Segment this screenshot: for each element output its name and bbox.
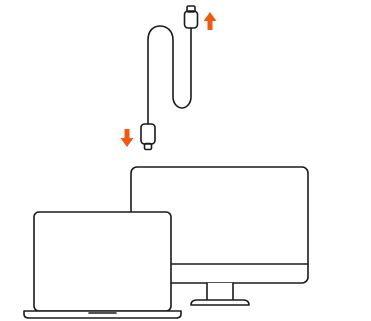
cable-top-connector xyxy=(183,5,199,29)
monitor-stand-base xyxy=(190,299,250,306)
cable-wire xyxy=(147,25,192,125)
cable-bottom-connector xyxy=(140,123,156,151)
arrow-down-icon xyxy=(120,129,134,147)
laptop-icon xyxy=(23,211,182,319)
desktop-monitor-icon xyxy=(130,166,309,306)
laptop-base xyxy=(23,310,182,319)
laptop-screen xyxy=(33,211,172,312)
arrow-up-icon xyxy=(203,12,217,30)
usb-c-cable-icon xyxy=(140,5,199,151)
